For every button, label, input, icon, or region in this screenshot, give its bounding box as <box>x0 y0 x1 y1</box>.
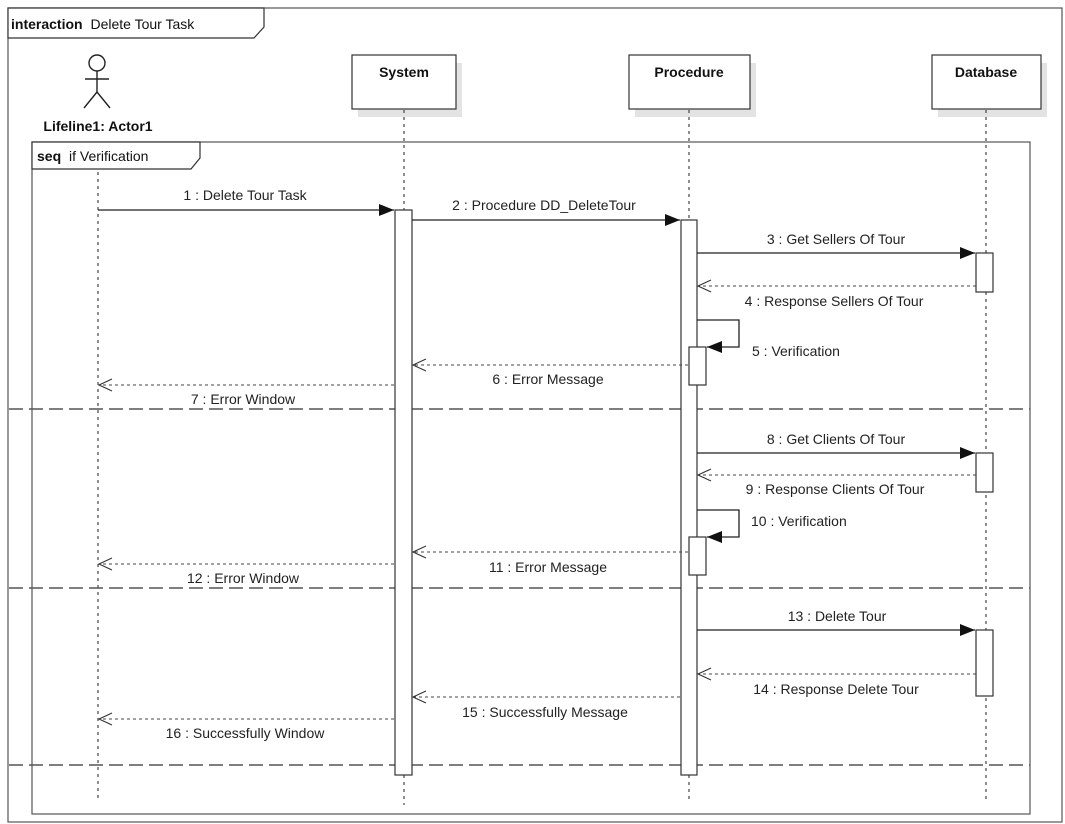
message-label: 5 : Verification <box>752 343 840 359</box>
interaction-frame-label: interaction Delete Tour Task <box>11 16 195 32</box>
lifeline-label-database: Database <box>955 64 1017 80</box>
message-9: 9 : Response Clients Of Tour <box>696 468 976 497</box>
message-label: 9 : Response Clients Of Tour <box>746 481 925 497</box>
message-label: 8 : Get Clients Of Tour <box>767 431 906 447</box>
seq-name: if Verification <box>69 148 148 164</box>
message-5: 5 : Verification <box>697 319 840 359</box>
message-label: 12 : Error Window <box>187 570 300 586</box>
interaction-keyword: interaction <box>11 16 83 32</box>
seq-fragment-tab <box>31 141 201 170</box>
actor-label: Lifeline1: Actor1 <box>43 118 152 134</box>
message-label: 1 : Delete Tour Task <box>183 187 307 203</box>
interaction-frame <box>7 7 1063 823</box>
message-10: 10 : Verification <box>697 509 847 543</box>
interaction-name: Delete Tour Task <box>90 16 195 32</box>
activation-bar-database <box>975 629 994 697</box>
message-7: 7 : Error Window <box>97 378 394 407</box>
message-12: 12 : Error Window <box>97 557 394 586</box>
lifeline-head-database: Database <box>931 54 1047 117</box>
activation-bar-database <box>975 252 994 293</box>
message-16: 16 : Successfully Window <box>97 712 394 741</box>
seq-fragment-label: seq if Verification <box>37 148 148 164</box>
actor-icon <box>83 54 111 109</box>
message-13: 13 : Delete Tour <box>697 608 975 636</box>
interaction-frame-tab <box>7 7 265 39</box>
message-4: 4 : Response Sellers Of Tour <box>696 279 976 309</box>
message-label: 15 : Successfully Message <box>462 704 628 720</box>
message-8: 8 : Get Clients Of Tour <box>697 431 975 459</box>
message-label: 11 : Error Message <box>489 559 607 575</box>
message-label: 10 : Verification <box>751 513 847 529</box>
message-2: 2 : Procedure DD_DeleteTour <box>412 197 680 226</box>
message-label: 4 : Response Sellers Of Tour <box>745 293 924 309</box>
activation-bar-database <box>975 452 994 493</box>
lifeline-head-system: System <box>351 54 462 117</box>
lifeline-head-procedure: Procedure <box>628 54 756 117</box>
message-15: 15 : Successfully Message <box>411 690 680 720</box>
message-label: 6 : Error Message <box>492 371 603 387</box>
message-11: 11 : Error Message <box>411 545 688 575</box>
activation-bar-system <box>394 209 413 776</box>
activation-bar-procedure-verify <box>688 536 707 576</box>
message-14: 14 : Response Delete Tour <box>696 667 976 697</box>
seq-fragment <box>31 141 1031 815</box>
seq-keyword: seq <box>37 148 61 164</box>
message-6: 6 : Error Message <box>411 358 688 387</box>
message-label: 16 : Successfully Window <box>166 725 326 741</box>
message-1: 1 : Delete Tour Task <box>98 187 394 216</box>
message-label: 7 : Error Window <box>191 391 296 407</box>
activation-bar-procedure-verify <box>688 346 707 386</box>
message-label: 14 : Response Delete Tour <box>753 681 919 697</box>
message-label: 3 : Get Sellers Of Tour <box>767 231 906 247</box>
activation-bar-procedure <box>680 219 698 776</box>
message-label: 2 : Procedure DD_DeleteTour <box>452 197 636 213</box>
lifeline-label-system: System <box>379 64 429 80</box>
lifeline-label-procedure: Procedure <box>654 64 723 80</box>
message-label: 13 : Delete Tour <box>788 608 887 624</box>
message-3: 3 : Get Sellers Of Tour <box>697 231 975 259</box>
